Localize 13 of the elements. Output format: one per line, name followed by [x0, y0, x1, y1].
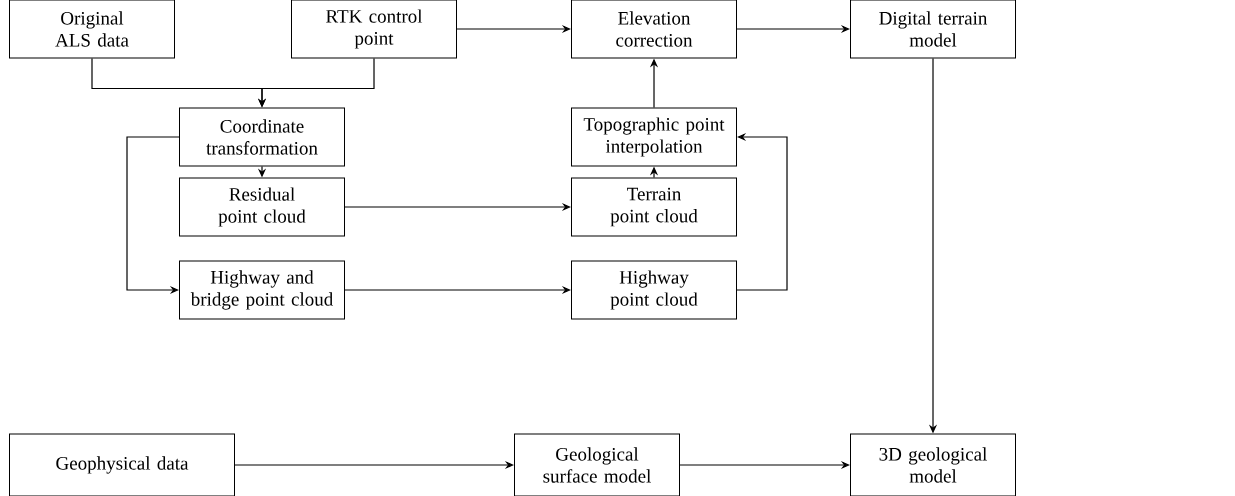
process-box: Original ALS data — [9, 0, 175, 59]
process-box: 3D geological model — [850, 433, 1016, 496]
process-box: Elevation correction — [571, 0, 737, 59]
process-box: Highway and bridge point cloud — [179, 260, 345, 320]
process-box: Residual point cloud — [179, 177, 345, 237]
process-box: RTK control point — [291, 0, 457, 59]
process-box: Highway point cloud — [571, 260, 737, 320]
process-box: Topographic point interpolation — [571, 107, 737, 167]
process-box: Geophysical data — [9, 433, 235, 496]
process-box: Digital terrain model — [850, 0, 1016, 59]
process-box: Coordinate transformation — [179, 107, 345, 167]
process-box: Terrain point cloud — [571, 177, 737, 237]
process-box: Geological surface model — [514, 433, 680, 496]
